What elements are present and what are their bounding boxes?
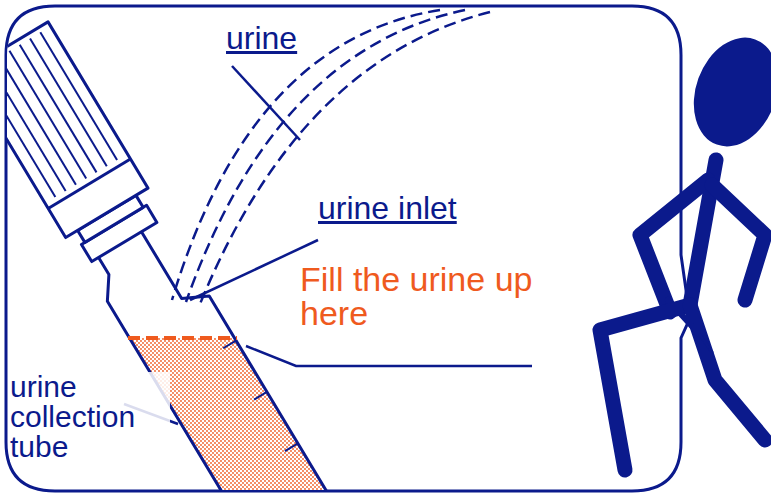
urine-stream <box>172 10 490 304</box>
collection-tube <box>7 22 388 490</box>
cap-ridge <box>30 38 107 166</box>
person-figure <box>600 26 771 470</box>
fill-level-line <box>128 336 237 340</box>
part-label: urine collection tube <box>10 372 170 462</box>
leader-line <box>124 66 532 424</box>
cap-ridge <box>40 32 117 160</box>
callout-box <box>6 6 690 491</box>
part-label: urine inlet <box>318 192 558 224</box>
instruction-note: Fill the urine up here <box>300 262 550 330</box>
part-label: urine <box>226 22 346 54</box>
